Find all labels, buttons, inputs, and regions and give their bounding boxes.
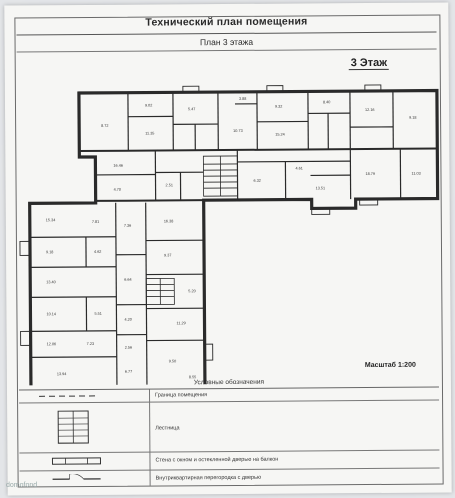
room-area-label: 9.32 bbox=[275, 105, 282, 109]
room-area-label: 16.38 bbox=[164, 219, 174, 223]
legend-item-label: Стена с окном и остекленной дверью на ба… bbox=[155, 456, 279, 464]
staircase-lower bbox=[145, 277, 175, 305]
dashed-line-symbol-icon bbox=[39, 395, 100, 397]
room-area-label: 11.29 bbox=[177, 321, 186, 325]
room-area-label: 4.61 bbox=[295, 166, 302, 170]
legend-column-divider bbox=[148, 389, 151, 486]
room-area-label: 7.23 bbox=[87, 342, 94, 346]
watermark: domofond bbox=[6, 482, 38, 489]
balconies bbox=[19, 84, 382, 361]
room-area-label: 12.16 bbox=[365, 108, 375, 112]
legend-item-label: Лестница bbox=[155, 425, 180, 432]
room-area-label: 9.18 bbox=[409, 116, 416, 120]
room-area-label: 2.56 bbox=[125, 346, 132, 350]
room-area-label: 9.18 bbox=[46, 250, 53, 254]
room-area-label: 13.94 bbox=[57, 372, 67, 376]
room-area-label: 4.62 bbox=[94, 250, 101, 254]
room-area-label: 18.79 bbox=[365, 172, 375, 176]
room-area-label: 8.40 bbox=[323, 100, 330, 104]
scale-label: Масштаб 1:200 bbox=[364, 361, 416, 370]
room-area-label: 6.77 bbox=[125, 370, 132, 374]
room-area-label: 16.46 bbox=[113, 164, 123, 168]
legend-row-divider bbox=[19, 399, 440, 404]
room-area-label: 7.81 bbox=[92, 220, 99, 224]
room-area-label: 11.03 bbox=[411, 172, 420, 176]
room-area-label: 6.64 bbox=[124, 278, 131, 282]
window-wall-symbol-icon bbox=[51, 457, 102, 465]
interior-walls-middle bbox=[95, 148, 402, 202]
staircase-upper bbox=[202, 155, 239, 197]
room-labels: 8.72 9.02 11.35 5.47 10.73 3.88 9.32 15.… bbox=[46, 97, 421, 379]
room-area-label: 10.73 bbox=[233, 129, 243, 133]
room-area-label: 6.32 bbox=[254, 179, 261, 183]
document-sheet: Технический план помещения План 3 этажа … bbox=[4, 2, 452, 496]
legend-item-label: Граница помещения bbox=[155, 392, 208, 399]
floor-plan: 8.72 9.02 11.35 5.47 10.73 3.88 9.32 15.… bbox=[19, 84, 440, 386]
room-area-label: 13.51 bbox=[316, 186, 326, 190]
room-area-label: 15.34 bbox=[46, 218, 56, 222]
room-area-label: 3.88 bbox=[239, 97, 246, 101]
stair-symbol-icon bbox=[57, 410, 89, 444]
room-area-label: 9.02 bbox=[145, 104, 152, 108]
room-area-label: 9.37 bbox=[164, 253, 171, 257]
room-area-label: 2.51 bbox=[166, 183, 173, 187]
room-area-label: 10.14 bbox=[46, 312, 56, 316]
legend-row-divider bbox=[19, 449, 440, 454]
room-area-label: 9.50 bbox=[169, 359, 176, 363]
room-area-label: 8.72 bbox=[101, 124, 108, 128]
room-area-label: 15.24 bbox=[275, 133, 285, 137]
room-area-label: 4.70 bbox=[114, 188, 121, 192]
room-area-label: 5.47 bbox=[188, 107, 195, 111]
room-area-label: 13.40 bbox=[46, 280, 56, 284]
legend-table: Граница помещения Лестница Стена с окном… bbox=[18, 386, 440, 487]
room-area-label: 11.35 bbox=[145, 132, 154, 136]
room-area-label: 8.55 bbox=[189, 375, 196, 379]
room-area-label: 7.36 bbox=[124, 224, 131, 228]
partition-door-symbol-icon bbox=[52, 473, 101, 480]
room-area-label: 12.06 bbox=[47, 342, 57, 346]
interior-walls-upper bbox=[79, 90, 438, 153]
legend-row-divider bbox=[19, 467, 440, 472]
room-area-label: 5.51 bbox=[94, 312, 101, 316]
room-area-label: 4.20 bbox=[124, 318, 131, 322]
room-area-label: 5.20 bbox=[188, 289, 195, 293]
legend-item-label: Внутриквартирная перегородка с дверью bbox=[155, 474, 262, 482]
interior-walls-lower bbox=[29, 202, 205, 386]
